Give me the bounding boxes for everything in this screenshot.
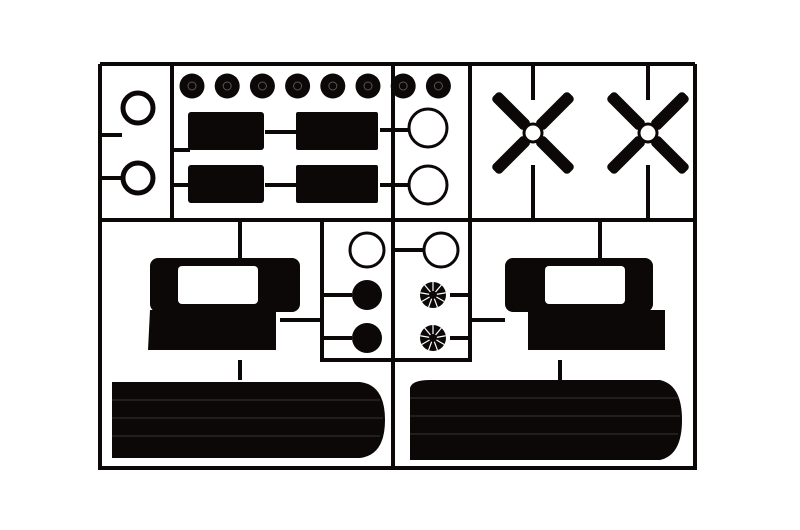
propeller — [492, 92, 574, 174]
ring-part — [348, 231, 386, 269]
radial-engines — [420, 282, 446, 351]
wheels — [179, 73, 451, 99]
ring-part — [120, 160, 156, 196]
panel-part — [188, 112, 264, 150]
radial-engine — [420, 282, 446, 308]
wheel — [179, 73, 205, 99]
nacelle-left — [148, 258, 300, 350]
ring-part — [407, 164, 449, 206]
disc-parts — [352, 280, 382, 353]
wheel — [425, 73, 451, 99]
ring-part — [407, 107, 449, 149]
wing-left — [112, 382, 385, 458]
disc-part — [352, 323, 382, 353]
nacelle-right — [505, 258, 665, 350]
engine-nacelles — [148, 258, 665, 350]
ring-parts — [120, 90, 460, 269]
wheel — [214, 73, 240, 99]
panel-part — [296, 112, 378, 150]
wheel — [320, 73, 346, 99]
sprue-frame — [98, 62, 697, 470]
wheel — [390, 73, 416, 99]
panel-part — [296, 165, 378, 203]
wing-right — [410, 380, 682, 460]
radial-engine — [420, 325, 446, 351]
ring-part — [422, 231, 460, 269]
wheel — [285, 73, 311, 99]
propellers — [492, 92, 689, 174]
ring-part — [120, 90, 156, 126]
wheel — [249, 73, 275, 99]
wheel — [355, 73, 381, 99]
wing-parts — [112, 380, 682, 460]
disc-part — [352, 280, 382, 310]
panel-part — [188, 165, 264, 203]
propeller — [607, 92, 689, 174]
panel-parts — [188, 112, 378, 203]
